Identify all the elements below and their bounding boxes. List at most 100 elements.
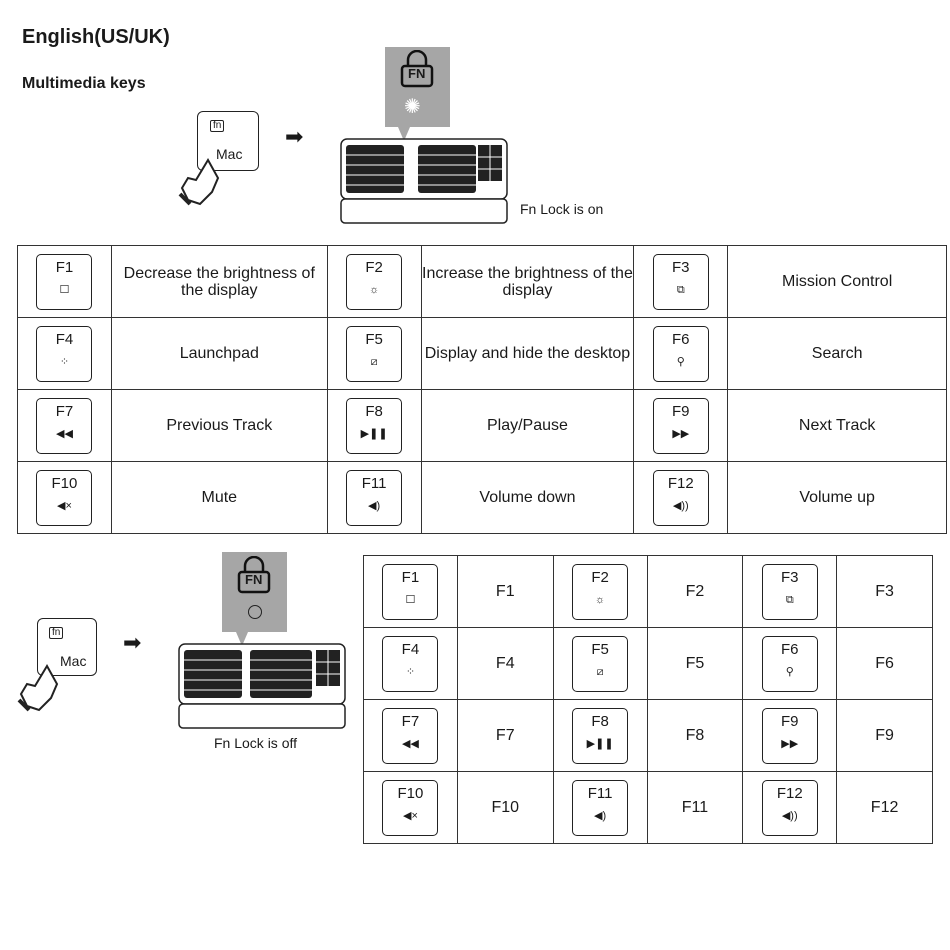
function-key-label: F3 [672, 258, 690, 276]
key-cell: F4⁘ [363, 627, 458, 700]
function-key-f2: F2 ☼ [346, 253, 403, 310]
function-description: Next Track [727, 389, 947, 462]
function-key-label: F10 [51, 474, 78, 492]
function-key-label: F7 [401, 712, 420, 730]
function-key-label: F5 [591, 640, 609, 658]
key-cell: F9 ▶▶ [633, 389, 729, 462]
volume-up-icon: ◀)) [672, 499, 689, 512]
key-cell: F9▶▶ [742, 699, 838, 772]
key-cell: F8▶❚❚ [552, 699, 648, 772]
lock-fn-icon [400, 50, 434, 88]
keyboard-image-bottom [178, 632, 346, 729]
function-key-label: F8 [591, 712, 609, 730]
function-key-f7: F7◀◀ [36, 397, 93, 454]
function-key-f5: F5⧄ [572, 635, 629, 692]
function-description: Play/Pause [420, 389, 635, 462]
function-description: Mute [110, 461, 328, 534]
function-description: Decrease the brightness of the display [110, 245, 328, 318]
pointing-hand-icon [178, 158, 220, 206]
function-key-f12: F12 ◀)) [761, 779, 818, 836]
page-title: English(US/UK) [22, 26, 170, 48]
fn-badge: fn [49, 627, 64, 639]
function-key-f11: F11 ◀) [572, 779, 629, 836]
function-output: F2 [646, 555, 744, 628]
key-cell: F11◀) [326, 461, 422, 534]
function-key-label: F11 [587, 784, 613, 802]
function-key-label: F12 [776, 784, 803, 802]
function-key-f9: F9 ▶▶ [652, 397, 709, 454]
table-row: F10◀× Mute F11◀) Volume down F12◀)) Volume up [17, 461, 947, 534]
function-key-f5: F5⧄ [346, 325, 403, 382]
function-key-f10: F10◀× [382, 779, 439, 836]
function-key-f11: F11◀) [346, 469, 403, 526]
key-cell: F10◀× [363, 771, 458, 844]
function-description: Volume up [727, 461, 947, 534]
next-track-icon: ▶▶ [672, 427, 690, 440]
function-key-f4: F4⁘ [36, 325, 93, 382]
function-key-f3: F3 ⧉ [652, 253, 709, 310]
function-key-label: F4 [401, 640, 420, 658]
function-output: F10 [456, 771, 554, 844]
function-description: Search [727, 317, 947, 390]
function-key-label: F2 [365, 258, 383, 276]
brightness-up-icon: ☼ [595, 593, 606, 606]
key-cell: F1☐ [17, 245, 112, 318]
lock-badge-off: FN [245, 572, 263, 587]
key-cell: F4⁘ [17, 317, 112, 390]
function-key-f2: F2☼ [572, 563, 629, 620]
table-row: F1☐Decrease the brightness of the displa… [17, 245, 947, 318]
function-key-f1: F1 ☐ [382, 563, 439, 620]
volume-down-icon: ◀) [594, 809, 607, 822]
function-key-f12: F12◀)) [652, 469, 709, 526]
function-key-f6: F6⚲ [652, 325, 709, 382]
volume-up-icon: ◀)) [781, 809, 798, 822]
search-icon: ⚲ [676, 355, 685, 368]
function-output: F6 [836, 627, 933, 700]
key-cell: F5⧄ [552, 627, 648, 700]
brightness-down-icon: ☐ [405, 593, 416, 606]
fn-lock-on-table: F1☐Decrease the brightness of the displa… [17, 245, 947, 534]
function-output: F8 [646, 699, 744, 772]
function-key-f9: F9▶▶ [761, 707, 818, 764]
section-title: Multimedia keys [22, 75, 146, 92]
function-key-f8: F8▶❚❚ [346, 397, 403, 454]
key-cell: F3 ⧉ [633, 245, 729, 318]
arrow-right-icon: ➡ [123, 630, 142, 655]
mission-control-icon: ⧉ [676, 283, 685, 296]
lock-fn-icon [237, 556, 271, 594]
function-key-label: F5 [365, 330, 383, 348]
function-key-label: F1 [401, 568, 420, 586]
fn-key-label: Mac [216, 146, 243, 162]
function-key-f7: F7 ◀◀ [382, 707, 439, 764]
function-output: F7 [456, 699, 554, 772]
function-key-label: F9 [672, 402, 690, 420]
previous-track-icon: ◀◀ [401, 737, 419, 750]
fn-key-label: Mac [60, 653, 87, 669]
function-key-label: F6 [780, 640, 799, 658]
fn-lock-on-label: Fn Lock is on [520, 201, 604, 217]
function-output: F11 [646, 771, 744, 844]
table-row: F4⁘F4 F5⧄F5 F6⚲F6 [363, 627, 933, 700]
function-description: Volume down [420, 461, 635, 534]
key-cell: F7 ◀◀ [363, 699, 458, 772]
led-on-icon: ✺ [404, 96, 421, 118]
function-key-label: F10 [397, 784, 424, 802]
mission-control-icon: ⧉ [785, 593, 794, 606]
function-key-label: F8 [365, 402, 383, 420]
function-output: F1 [456, 555, 554, 628]
function-key-f10: F10◀× [36, 469, 93, 526]
volume-down-icon: ◀) [368, 499, 381, 512]
function-key-f3: F3⧉ [761, 563, 818, 620]
key-cell: F6⚲ [742, 627, 838, 700]
function-key-label: F7 [55, 402, 74, 420]
function-key-f8: F8▶❚❚ [572, 707, 629, 764]
fn-badge: fn [210, 120, 225, 132]
function-key-label: F1 [55, 258, 74, 276]
function-key-label: F4 [55, 330, 74, 348]
brightness-up-icon: ☼ [369, 283, 380, 296]
function-key-f4: F4⁘ [382, 635, 439, 692]
key-cell: F7◀◀ [17, 389, 112, 462]
